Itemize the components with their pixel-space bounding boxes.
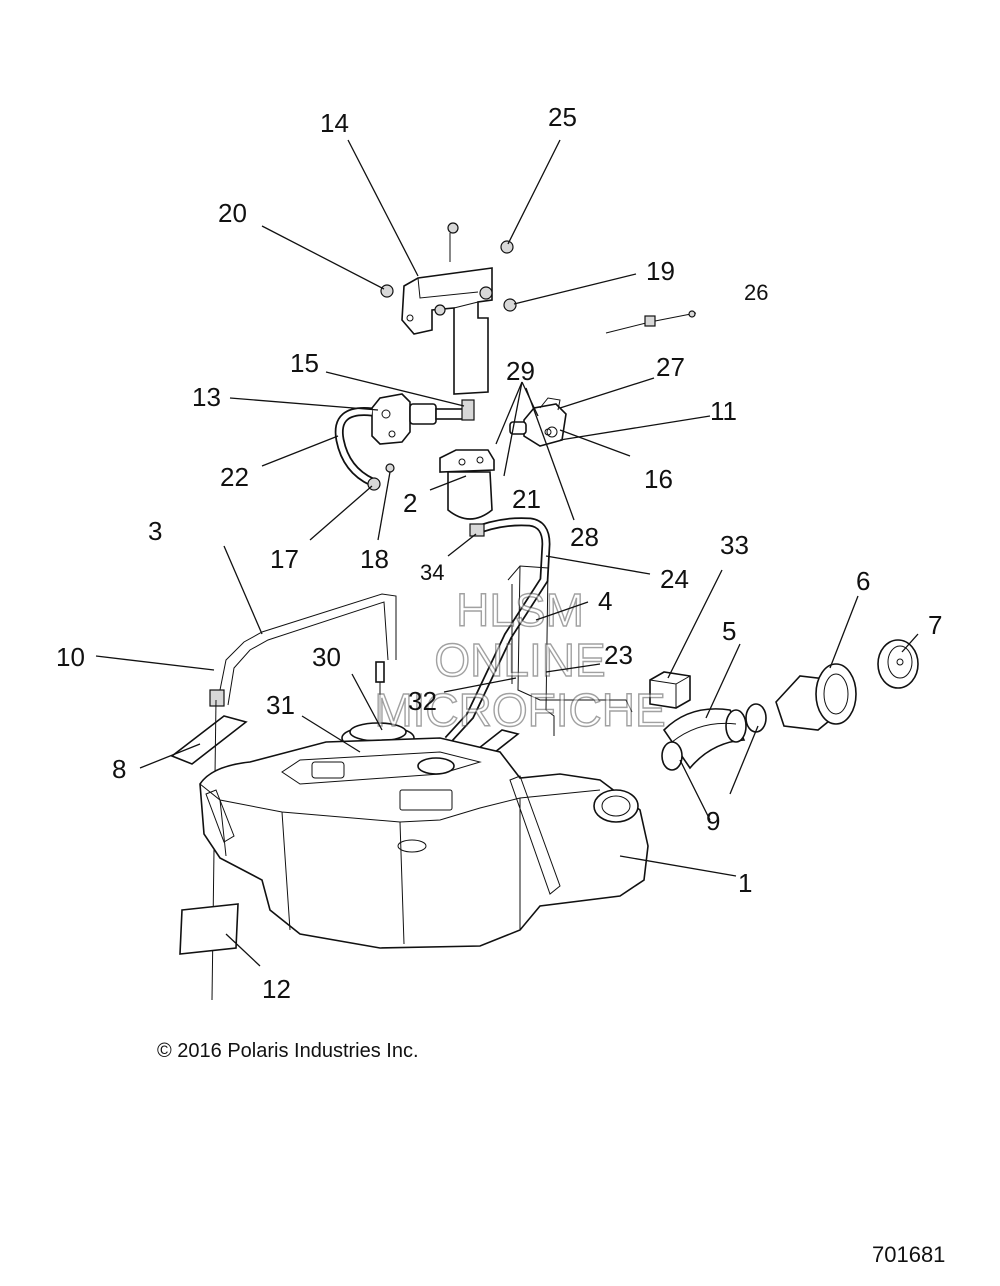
callout-33: 33 [720,530,749,560]
part-14-bracket [401,267,493,395]
part-fasteners [380,222,517,316]
part-2-fuel-filter [439,449,495,520]
part-4-tank-strap [507,565,633,736]
callout-5: 5 [722,616,736,646]
callout-14: 14 [320,108,349,138]
callout-labels: 1 2 3 4 5 6 7 8 9 10 11 12 13 14 15 16 1… [56,102,942,1004]
callout-6: 6 [856,566,870,596]
copyright-notice: © 2016 Polaris Industries Inc. [157,1040,419,1062]
drawing-number: 701681 [872,1242,946,1267]
callout-22: 22 [220,462,249,492]
watermark: HLSM ONLINE MICROFICHE [374,583,667,736]
callout-17: 17 [270,544,299,574]
callout-3: 3 [148,516,162,546]
callout-26: 26 [744,280,768,305]
callout-29: 29 [506,356,535,386]
callout-27: 27 [656,352,685,382]
watermark-line-2: ONLINE [434,634,605,686]
watermark-line-3: MICROFICHE [374,684,665,736]
callout-2: 2 [403,488,417,518]
callout-1: 1 [738,868,752,898]
callout-8: 8 [112,754,126,784]
part-12-label [179,903,239,955]
part-26-cable-tie [605,310,697,334]
leader-lines [95,139,919,967]
part-3-tank-strap [209,593,397,707]
callout-7: 7 [928,610,942,640]
callout-16: 16 [644,464,673,494]
callout-24: 24 [660,564,689,594]
part-7-fuel-cap [877,639,919,689]
callout-10: 10 [56,642,85,672]
callout-11: 11 [710,396,737,426]
callout-21: 21 [512,484,541,514]
part-24-fuel-line [444,517,551,744]
callout-15: 15 [290,348,319,378]
part-15-fuel-line [461,399,513,450]
callout-19: 19 [646,256,675,286]
callout-20: 20 [218,198,247,228]
part-9-clamps [661,703,767,771]
callout-34: 34 [420,560,444,585]
part-13-fuel-pump [371,393,473,445]
part-11-valve [509,397,567,447]
part-1-fuel-tank [199,737,649,949]
callout-23: 23 [604,640,633,670]
part-33-block [649,671,691,709]
callout-4: 4 [598,586,612,616]
part-5-filler-hose [662,708,747,770]
callout-13: 13 [192,382,221,412]
callout-28: 28 [570,522,599,552]
part-6-filler-neck [775,663,857,731]
callout-30: 30 [312,642,341,672]
callout-25: 25 [548,102,577,132]
callout-31: 31 [266,690,295,720]
callout-18: 18 [360,544,389,574]
callout-32: 32 [408,686,437,716]
callout-9: 9 [706,806,720,836]
callout-12: 12 [262,974,291,1004]
